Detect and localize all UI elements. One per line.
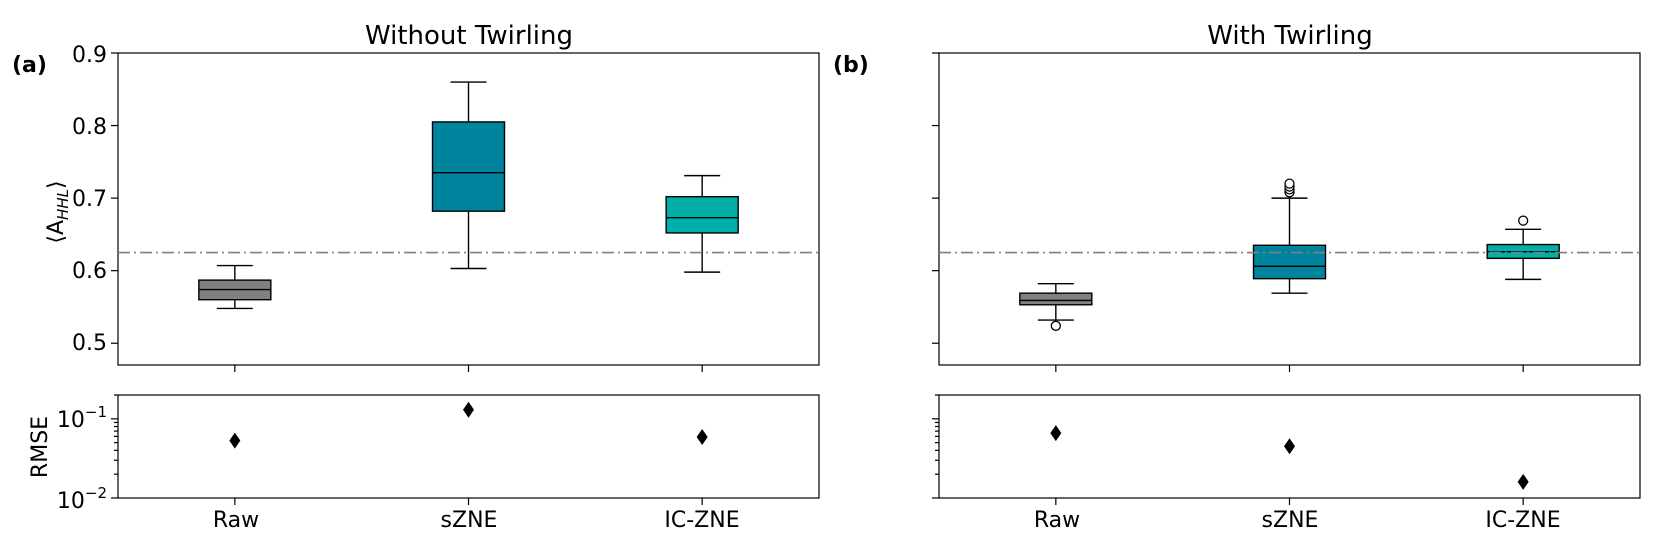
y-axis-label-subscript: HHL [54,189,72,220]
xtick-label-left-raw: Raw [213,508,259,533]
rmse-tick-label-0.01: 10−2 [57,484,107,514]
title-right: With Twirling [1207,21,1372,51]
panel-label-b: (b) [833,53,869,78]
rmse-marker-ic-zne [1517,473,1529,490]
box-ic-zne [665,195,739,234]
box-raw [1019,292,1093,306]
y-axis-label-main: ⟨A [44,220,69,244]
panel-label-a: (a) [12,53,47,78]
ytick-label-0.6: 0.6 [72,259,107,284]
rmse-marker-szne [463,401,474,418]
rmse-marker-raw [1050,425,1062,442]
y-axis-label-close: ⟩ [44,180,69,189]
title-left: Without Twirling [365,21,573,51]
rmse-marker-ic-zne [696,428,708,445]
ytick-label-0.5: 0.5 [72,331,107,356]
outlier-szne [1284,178,1295,189]
rmse-marker-szne [1284,438,1295,455]
xtick-label-left-iczne: IC-ZNE [664,508,739,533]
outlier-raw [1050,320,1061,331]
outlier-ic-zne [1518,215,1529,226]
xtick-label-right-iczne: IC-ZNE [1485,508,1560,533]
ytick-label-0.9: 0.9 [72,43,107,68]
ytick-label-0.7: 0.7 [72,187,107,212]
xtick-label-left-szne: sZNE [441,508,498,533]
ytick-label-0.8: 0.8 [72,115,107,140]
rmse-axis-label: RMSE [28,416,53,478]
box-szne [1252,244,1327,280]
rmse-marker-raw [229,432,241,449]
plot-layer [111,52,1641,505]
xtick-label-right-raw: Raw [1034,508,1080,533]
box-szne [431,121,506,212]
rmse-tick-label-0.1: 10−1 [57,403,107,433]
y-axis-label: ⟨AHHL⟩ [44,180,72,243]
xtick-label-right-szne: sZNE [1262,508,1319,533]
